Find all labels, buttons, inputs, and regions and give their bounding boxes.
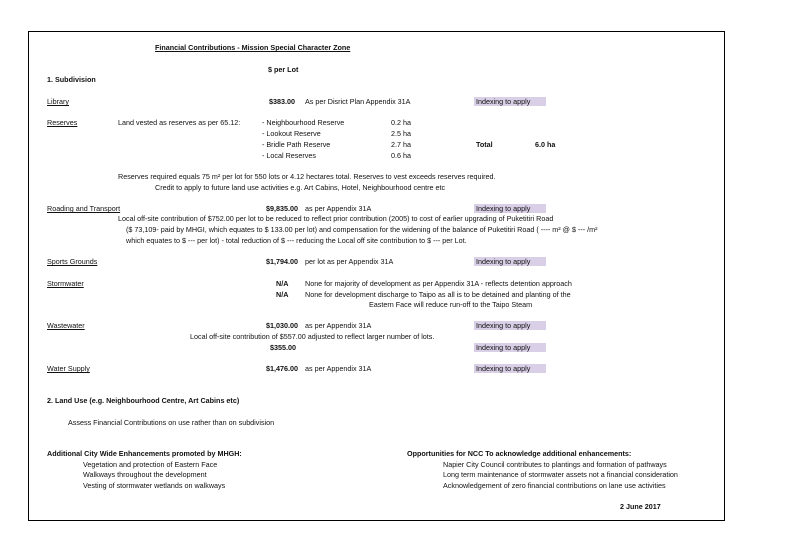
reserve-item-name: - Local Reserves: [262, 151, 316, 160]
reserve-item-area: 0.2 ha: [391, 118, 411, 127]
library-amount: $383.00: [269, 97, 295, 106]
reserves-note-2: Credit to apply to future land use activ…: [155, 183, 446, 192]
section-land-use-heading: 2. Land Use (e.g. Neighbourhood Centre, …: [47, 396, 240, 405]
water-supply-indexing-badge: Indexing to apply: [474, 364, 546, 373]
roading-label: Roading and Transport: [47, 204, 121, 213]
wastewater-amount: $1,030.00: [266, 321, 298, 330]
land-use-note: Assess Financial Contributions on use ra…: [68, 418, 275, 427]
roading-line-2: ($ 73,109- paid by MHGI, which equates t…: [126, 225, 598, 234]
page-title: Financial Contributions - Mission Specia…: [155, 43, 351, 52]
stormwater-line-1: None for majority of development as per …: [305, 279, 572, 288]
library-note: As per Disrict Plan Appendix 31A: [305, 97, 411, 106]
wastewater-note: as per Appendix 31A: [305, 321, 372, 330]
wastewater-indexing-badge: Indexing to apply: [474, 321, 546, 330]
section-subdivision-heading: 1. Subdivision: [47, 75, 96, 84]
reserve-item-area: 0.6 ha: [391, 151, 411, 160]
reserves-total-value: 6.0 ha: [535, 140, 556, 149]
sports-amount: $1,794.00: [266, 257, 298, 266]
sports-label: Sports Grounds: [47, 257, 98, 266]
water-supply-amount: $1,476.00: [266, 364, 298, 373]
roading-amount: $9,835.00: [266, 204, 298, 213]
reserves-note-1: Reserves required equals 75 m² per lot f…: [118, 172, 496, 181]
roading-indexing-badge: Indexing to apply: [474, 204, 546, 213]
reserve-item-area: 2.7 ha: [391, 140, 411, 149]
wastewater-line-1: Local off-site contribution of $557.00 a…: [190, 332, 435, 341]
water-supply-note: as per Appendix 31A: [305, 364, 372, 373]
reserve-item-name: - Neighbourhood Reserve: [262, 118, 345, 127]
roading-line-3: which equates to $ --- per lot) - total …: [126, 236, 467, 245]
reserves-desc: Land vested as reserves as per 65.12:: [118, 118, 241, 127]
mhgh-item: Vesting of stormwater wetlands on walkwa…: [83, 481, 226, 490]
library-label: Library: [47, 97, 69, 106]
document-date: 2 June 2017: [620, 502, 661, 511]
library-indexing-badge: Indexing to apply: [474, 97, 546, 106]
page-border: [28, 31, 725, 521]
mhgh-item: Vegetation and protection of Eastern Fac…: [83, 460, 218, 469]
water-supply-label: Water Supply: [47, 364, 90, 373]
reserves-total-label: Total: [476, 140, 493, 149]
mhgh-title: Additional City Wide Enhancements promot…: [47, 449, 242, 458]
roading-note: as per Appendix 31A: [305, 204, 372, 213]
stormwater-na-1: N/A: [276, 279, 289, 288]
roading-line-1: Local off-site contribution of $752.00 p…: [118, 214, 554, 223]
per-lot-header: $ per Lot: [268, 65, 299, 74]
reserve-item-name: - Lookout Reserve: [262, 129, 321, 138]
sports-note: per lot as per Appendix 31A: [305, 257, 394, 266]
stormwater-na-2: N/A: [276, 290, 289, 299]
sports-indexing-badge: Indexing to apply: [474, 257, 546, 266]
wastewater-amount-2: $355.00: [270, 343, 296, 352]
ncc-item: Acknowledgement of zero financial contri…: [443, 481, 666, 490]
wastewater-label: Wastewater: [47, 321, 85, 330]
wastewater-indexing-badge-2: Indexing to apply: [474, 343, 546, 352]
reserves-label: Reserves: [47, 118, 78, 127]
ncc-item: Long term maintenance of stormwater asse…: [443, 470, 678, 479]
reserve-item-area: 2.5 ha: [391, 129, 411, 138]
stormwater-line-3: Eastern Face will reduce run-off to the …: [369, 300, 533, 309]
reserve-item-name: - Bridle Path Reserve: [262, 140, 331, 149]
mhgh-item: Walkways throughout the development: [83, 470, 207, 479]
ncc-title: Opportunities for NCC To acknowledge add…: [407, 449, 632, 458]
ncc-item: Napier City Council contributes to plant…: [443, 460, 667, 469]
stormwater-line-2: None for development discharge to Taipo …: [305, 290, 571, 299]
stormwater-label: Stormwater: [47, 279, 84, 288]
